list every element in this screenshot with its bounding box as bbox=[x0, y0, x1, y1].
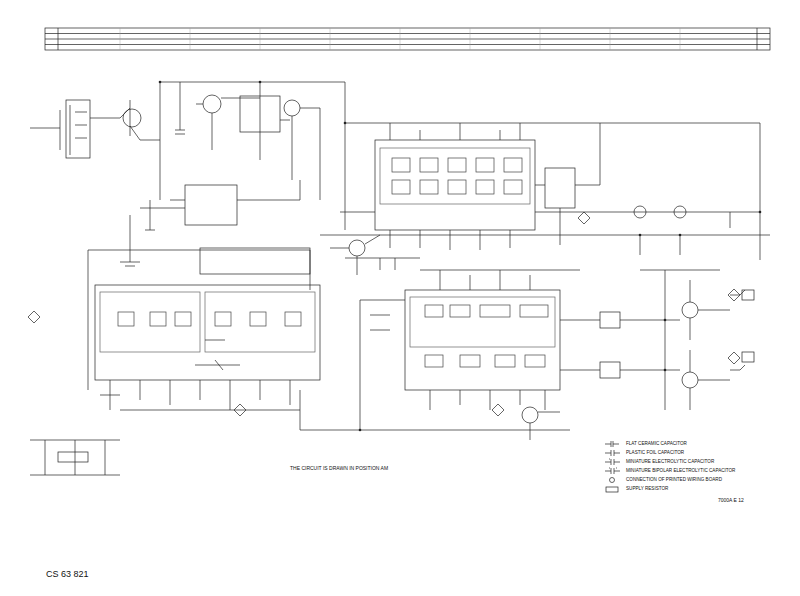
legend-text: MINIATURE BIPOLAR ELECTROLYTIC CAPACITOR bbox=[626, 468, 735, 473]
code-number: 7000A E 12 bbox=[718, 498, 744, 504]
legend-text: PLASTIC FOIL CAPACITOR bbox=[626, 450, 684, 455]
legend-text: CONNECTION OF PRINTED WIRING BOARD bbox=[626, 477, 722, 482]
drawing-number: CS 63 821 bbox=[46, 570, 89, 580]
legend-text: SUPPLY RESISTOR bbox=[626, 486, 668, 491]
legend-text: MINIATURE ELECTROLYTIC CAPACITOR bbox=[626, 459, 714, 464]
legend-text: FLAT CERAMIC CAPACITOR bbox=[626, 441, 687, 446]
note: THE CIRCUIT IS DRAWN IN POSITION AM bbox=[290, 466, 410, 472]
